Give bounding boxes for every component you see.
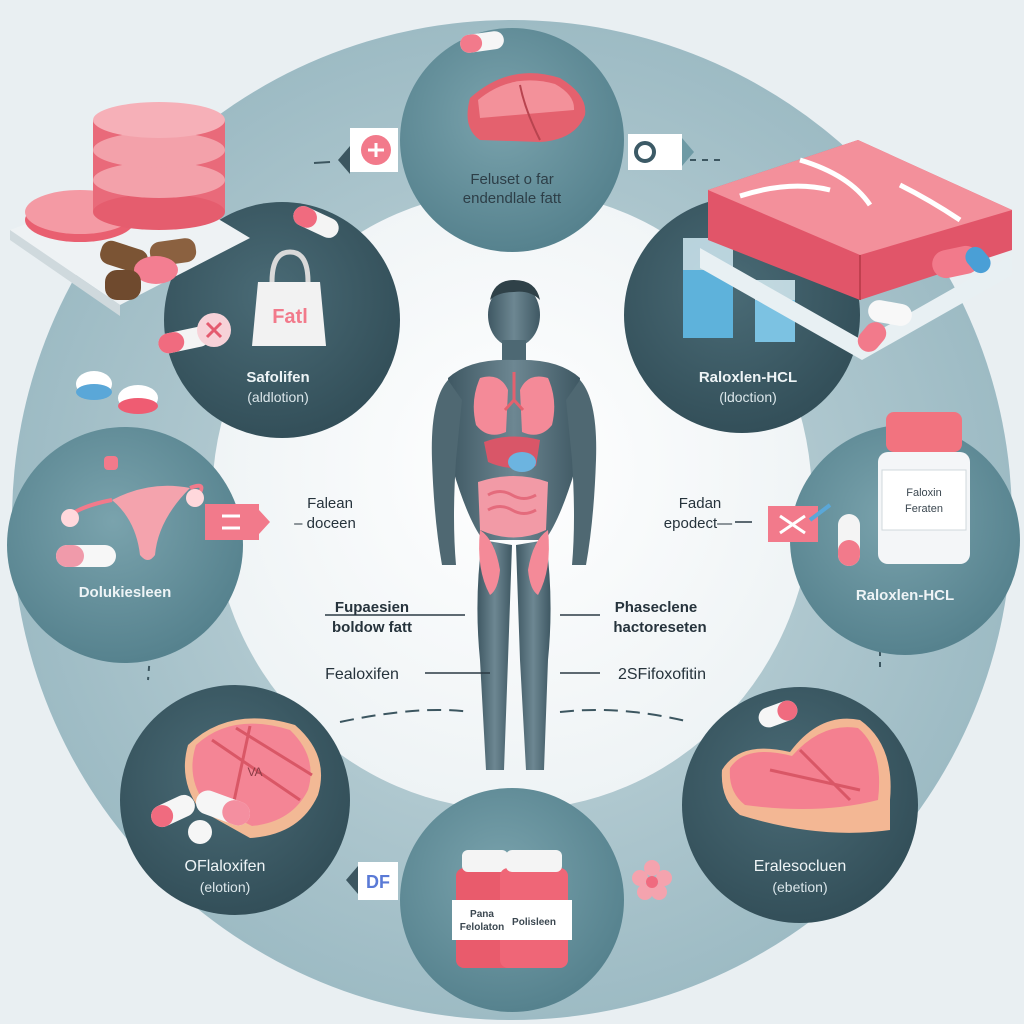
pill-bottle-icon [878, 412, 970, 564]
loose-pills-icon [76, 371, 158, 414]
capsule-icon [151, 790, 251, 844]
capsule-icon [56, 545, 116, 567]
bottom-bottle-left-line1: Pana [470, 909, 494, 920]
right-node-title: Raloxlen-HCL [856, 587, 954, 604]
left-node-title: Dolukiesleen [79, 584, 172, 601]
pill-icon [158, 206, 339, 354]
meat-slab-icon [700, 140, 1012, 360]
center-right-upper-line2: epodect— [664, 515, 732, 532]
lower-right-node[interactable] [682, 687, 918, 923]
left-arrow-badge [205, 504, 270, 540]
capsule-icon [758, 700, 798, 728]
bottom-left-badge-label: DF [366, 872, 390, 892]
center-left-upper-line2: – doceen [294, 515, 356, 532]
upper-left-node-title: Safolifen [246, 369, 309, 386]
lower-left-node-title: OFlaloxifen [185, 858, 266, 875]
right-node[interactable] [790, 412, 1020, 655]
steak-label: VA [247, 765, 262, 779]
capsule-icon [460, 31, 504, 53]
upper-left-node-subtitle: (aldlotion) [247, 389, 308, 405]
center-left-mid-line1: Fupaesien [335, 599, 409, 616]
uterus-icon [61, 456, 204, 560]
bottom-bottle-right-label: Polisleen [512, 917, 556, 928]
center-right-upper-line1: Fadan [679, 495, 722, 512]
pill-bottles-icon [452, 850, 572, 968]
center-right-low: 2SFifoxofitin [618, 666, 706, 683]
center-left-low: Fealoxifen [325, 666, 399, 683]
center-left-mid-line2: boldow fatt [332, 619, 412, 636]
top-left-badge [338, 128, 398, 174]
upper-left-node[interactable] [156, 202, 400, 438]
flower-icon [632, 860, 672, 900]
top-node[interactable] [400, 28, 624, 252]
top-right-badge [628, 134, 694, 170]
capsule-icon [838, 514, 860, 566]
lower-left-node-subtitle: (elotion) [200, 879, 251, 895]
top-node-label-line1: Feluset o far [470, 171, 553, 188]
bottom-bottle-left-line2: Felolaton [460, 922, 504, 933]
right-arrow-badge [768, 503, 832, 542]
top-node-label-line2: endendlale fatt [463, 190, 562, 207]
center-left-upper-line1: Falean [307, 495, 353, 512]
left-node[interactable] [7, 427, 243, 663]
human-body-figure [431, 280, 597, 770]
bottom-left-badge [346, 862, 398, 900]
bottle-label-line2: Feraten [905, 503, 943, 515]
upper-right-node-subtitle: (ldoction) [719, 389, 777, 405]
upper-right-node-title: Raloxlen-HCL [699, 369, 797, 386]
tablet-tray-icon [10, 102, 250, 316]
lower-right-node-subtitle: (ebetion) [772, 879, 827, 895]
shopping-bag-icon [252, 249, 326, 346]
bag-label: Fatl [272, 306, 308, 328]
center-right-mid-line2: hactoreseten [613, 619, 706, 636]
bottle-label-line1: Faloxin [906, 487, 941, 499]
center-right-mid-line1: Phaseclene [615, 599, 698, 616]
lower-right-node-title: Eralesocluen [754, 858, 847, 875]
bottom-node[interactable] [400, 788, 624, 1012]
center-annotation-lines [325, 521, 752, 674]
lower-left-node[interactable] [120, 685, 350, 915]
heart-steak-icon [721, 718, 891, 833]
liver-icon [467, 73, 586, 142]
